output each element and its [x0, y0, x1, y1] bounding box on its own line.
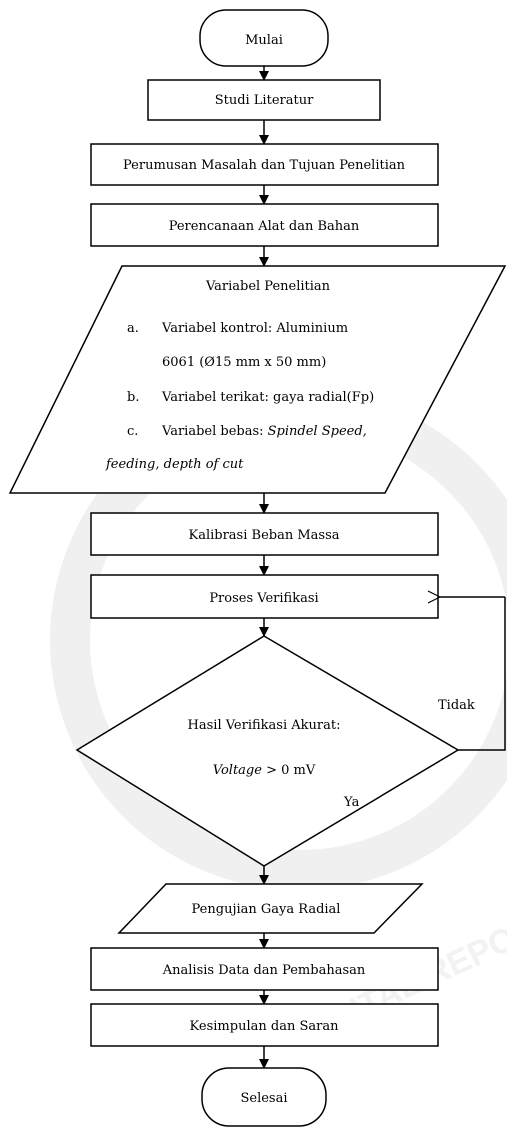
- tidak-label: Tidak: [438, 698, 475, 713]
- variabel-c-prefix: Variabel bebas:: [161, 424, 268, 439]
- verifikasi-label: Proses Verifikasi: [209, 591, 318, 606]
- kalibrasi-label: Kalibrasi Beban Massa: [188, 528, 339, 543]
- decision-line2: Voltage > 0 mV: [213, 763, 316, 778]
- variabel-c-italic1: Spindel Speed,: [268, 424, 367, 439]
- variabel-c-marker: c.: [127, 424, 138, 439]
- variabel-a-line2: 6061 (Ø15 mm x 50 mm): [162, 355, 326, 370]
- perencanaan-label: Perencanaan Alat dan Bahan: [169, 219, 360, 234]
- variabel-title: Variabel Penelitian: [205, 279, 331, 294]
- variabel-a-line1: Variabel kontrol: Aluminium: [161, 321, 348, 336]
- loop-back-line: [458, 597, 506, 751]
- kesimpulan-box: [90, 1003, 439, 1047]
- analisis-box: [90, 947, 439, 991]
- start-label: Mulai: [245, 33, 283, 48]
- variabel-a-marker: a.: [127, 321, 139, 336]
- studi-literatur-box: [147, 79, 381, 121]
- kalibrasi-box: [90, 512, 439, 556]
- variabel-c-line1: Variabel bebas: Spindel Speed,: [161, 424, 367, 439]
- end-terminator: [201, 1067, 327, 1127]
- variabel-parallelogram: [8, 265, 507, 494]
- decision-voltage: Voltage: [213, 763, 262, 778]
- kesimpulan-label: Kesimpulan dan Saran: [190, 1019, 340, 1034]
- decision-line1: Hasil Verifikasi Akurat:: [188, 718, 341, 733]
- ya-label: Ya: [343, 795, 360, 810]
- pengujian-parallelogram: [117, 883, 424, 934]
- variabel-c-line2: feeding, depth of cut: [105, 457, 244, 472]
- end-label: Selesai: [240, 1091, 287, 1106]
- pengujian-label: Pengujian Gaya Radial: [192, 902, 341, 917]
- analisis-label: Analisis Data dan Pembahasan: [162, 963, 366, 978]
- studi-literatur-label: Studi Literatur: [215, 93, 314, 108]
- decision-condition: > 0 mV: [262, 763, 316, 778]
- perumusan-label: Perumusan Masalah dan Tujuan Penelitian: [123, 158, 406, 173]
- variabel-b-marker: b.: [127, 390, 139, 405]
- variabel-b-line1: Variabel terikat: gaya radial(Fp): [161, 390, 374, 405]
